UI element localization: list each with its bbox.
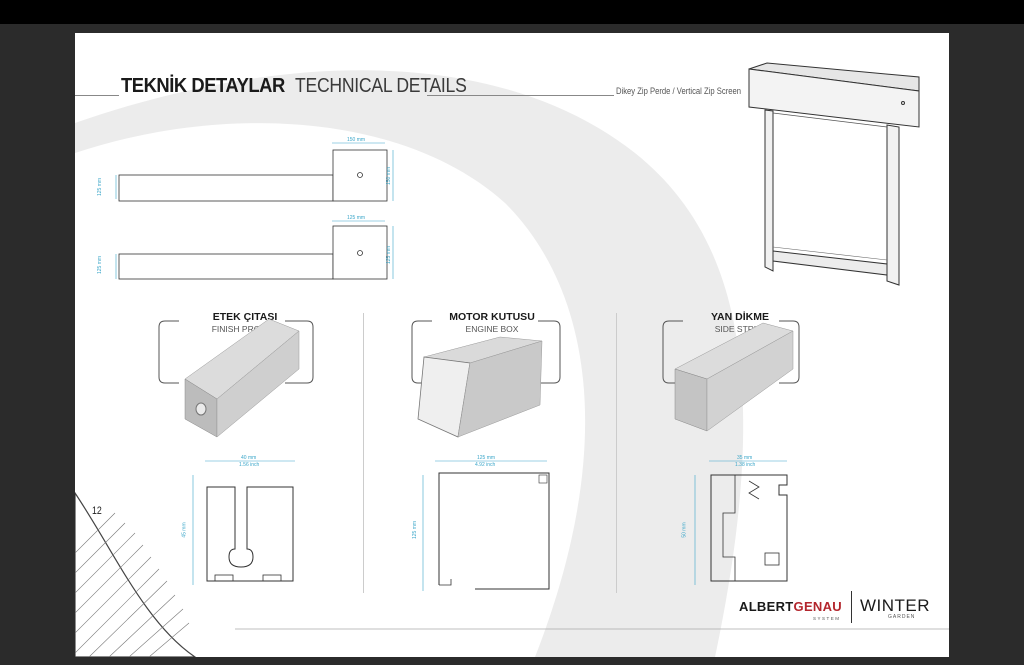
dim-label: 40 mm (241, 455, 257, 461)
background-swoosh (75, 70, 949, 657)
brand-genau: GENAU (793, 599, 842, 614)
brand-albert: ALBERT (739, 599, 794, 614)
document-page: TEKNİK DETAYLAR TECHNICAL DETAILS Dikey … (75, 33, 949, 657)
dim-label: 150 mm (347, 137, 366, 143)
zip-screen-render (748, 62, 920, 286)
dim-label: 50 mm (681, 522, 688, 538)
dim-label: 125 mm (412, 520, 419, 540)
engine-box-render (411, 320, 561, 438)
winter-garden-logo: WINTER (860, 596, 931, 615)
section-divider (363, 313, 364, 593)
box-drawing-2 (115, 220, 394, 280)
dim-label: 125 mm (386, 245, 393, 265)
product-subtitle: Dikey Zip Perde / Vertical Zip Screen (616, 86, 742, 96)
finish-profile-section (192, 460, 295, 585)
logo-separator (851, 591, 852, 623)
dim-label: 150 mm (386, 166, 393, 186)
section-subtitle: SIDE STRUT (714, 324, 766, 334)
viewer-top-bar (0, 0, 1024, 24)
dim-label: 125 mm (347, 215, 366, 221)
section-divider (616, 313, 617, 593)
page-number: 12 (92, 505, 102, 517)
box-drawing-1 (115, 142, 394, 202)
side-strut-section (694, 460, 788, 585)
dim-label: 1.38 inch (735, 462, 756, 468)
dim-label: 1.56 inch (239, 462, 260, 468)
dim-label: 125 mm (97, 255, 104, 275)
title-rule-middle (427, 95, 614, 96)
dim-label: 45 mm (181, 522, 188, 538)
section-title: ETEK ÇITASI (212, 311, 278, 323)
side-strut-render (662, 320, 800, 432)
dim-label: 125 mm (97, 177, 104, 197)
albertgenau-logo: ALBERTGENAU (739, 599, 842, 614)
page-title: TEKNİK DETAYLAR TECHNICAL DETAILS (121, 75, 490, 98)
dim-label: 4.92 inch (475, 462, 496, 468)
title-light: TECHNICAL DETAILS (295, 75, 467, 97)
section-subtitle: ENGINE BOX (465, 324, 519, 334)
dim-label: 35 mm (737, 455, 753, 461)
section-title: YAN DİKME (711, 311, 769, 323)
title-rule-left (75, 95, 119, 96)
section-title: MOTOR KUTUSU (449, 311, 535, 323)
finish-profile-render (158, 318, 314, 438)
section-subtitle: FINISH PROFILE (211, 324, 279, 334)
brand-garden: GARDEN (888, 614, 916, 620)
brand-system: SYSTEM (813, 616, 841, 621)
engine-box-section (422, 460, 550, 591)
dim-label: 125 mm (477, 455, 496, 461)
title-bold: TEKNİK DETAYLAR (121, 75, 285, 97)
